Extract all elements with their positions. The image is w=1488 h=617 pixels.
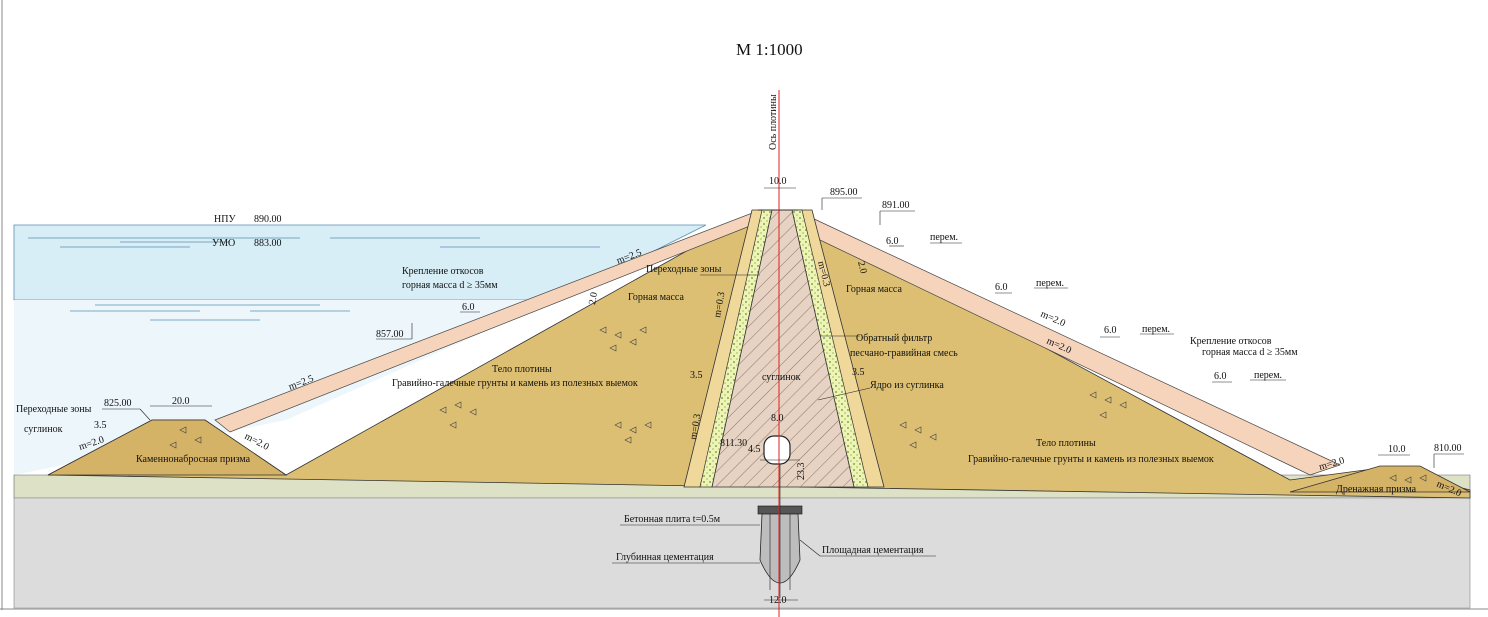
grout-width: 12.0 [769,595,787,606]
revetment-upstream-label-1: Крепление откосов [402,266,484,277]
gallery-elevation: 811.30 [720,438,747,449]
concrete-slab-label: Бетонная плита t=0.5м [624,514,721,525]
gallery-width: 8.0 [771,413,784,424]
core-label: Ядро из суглинка [870,380,944,391]
dam-axis-label: Ось плотины [768,94,779,150]
filter-left-dots [700,210,772,487]
filter-right-dots [792,210,868,487]
dam-body-upstream-label-1: Тело плотины [492,364,552,375]
berm-1-width: 6.0 [886,236,899,247]
filter-label-2: песчано-гравийная смесь [850,348,958,359]
cofferdam-filter-thickness: 3.5 [94,420,107,431]
npu-value: 890.00 [254,214,282,225]
core-top-elevation: 891.00 [882,200,910,211]
loam-core-hatch [712,210,854,487]
revetment-downstream-label-1: Крепление откосов [1190,336,1272,347]
deep-grouting-label: Глубинная цементация [616,552,714,563]
berm-upstream-elevation: 857.00 [376,329,404,340]
grout-lines [769,464,791,598]
drainage-prism [1289,465,1471,493]
area-grouting-label: Площадная цементация [822,545,924,556]
berm-upstream-width: 6.0 [462,302,475,313]
cofferdam-elevation: 825.00 [104,398,132,409]
berm-2-width: 6.0 [995,282,1008,293]
transition-zones-left-label: Переходные зоны [16,404,92,415]
cofferdam-width: 20.0 [172,396,190,407]
revetment-upstream-label-2: горная масса d ≥ 35мм [402,280,498,291]
drain-elevation: 810.00 [1434,443,1462,454]
npu-label: НПУ [214,214,236,225]
upstream-transition-thickness: 2.0 [587,291,600,305]
dam-body-downstream-label-1: Тело плотины [1036,438,1096,449]
rock-mass-downstream-label: Горная масса [846,284,902,295]
filter-thickness-right: 3.5 [852,367,865,378]
berm-3-label: перем. [1142,324,1170,335]
water-ripples [28,237,600,321]
downstream-transition-thickness: 2.0 [855,260,869,275]
berm-2-label: перем. [1036,278,1064,289]
core-slope-upstream-2: m=0.3 [688,413,703,440]
cofferdam-loam-label: суглинок [24,424,63,435]
foundation-rock [13,497,1471,609]
rockfill-prism-label: Каменнонабросная призма [136,454,251,465]
dam-body-upstream-label-2: Гравийно-галечные грунты и камень из пол… [392,378,638,389]
rock-symbols [169,326,1427,484]
filter-label-1: Обратный фильтр [856,333,932,344]
berm-1-label: перем. [930,232,958,243]
filter-thickness-left: 3.5 [690,370,703,381]
berm-4-width: 6.0 [1214,371,1227,382]
transition-zones-label: Переходные зоны [646,264,722,275]
drain-prism-label: Дренажная призма [1336,484,1417,495]
core-slope-upstream-1: m=0.3 [712,291,727,318]
rockfill-prism [47,419,288,476]
crest-width: 10.0 [769,176,787,187]
gallery-offset: 4.5 [748,444,761,455]
rock-mass-upstream-label: Горная масса [628,292,684,303]
drain-width: 10.0 [1388,444,1406,455]
crest-elevation: 895.00 [830,187,858,198]
scale-title: М 1:1000 [736,40,803,59]
callout-underlines [612,524,936,564]
berm-3-width: 6.0 [1104,325,1117,336]
berm-4-label: перем. [1254,370,1282,381]
gallery-height: 23.3 [796,463,807,481]
leader-lines [102,187,1464,601]
loam-core-label: суглинок [762,372,801,383]
revetment-downstream-label-2: горная масса d ≥ 35мм [1202,347,1298,358]
gallery [763,435,791,465]
umo-label: УМО [212,238,235,249]
umo-value: 883.00 [254,238,282,249]
reservoir-water [13,224,707,301]
dam-body-downstream-label-2: Гравийно-галечные грунты и камень из пол… [968,454,1214,465]
